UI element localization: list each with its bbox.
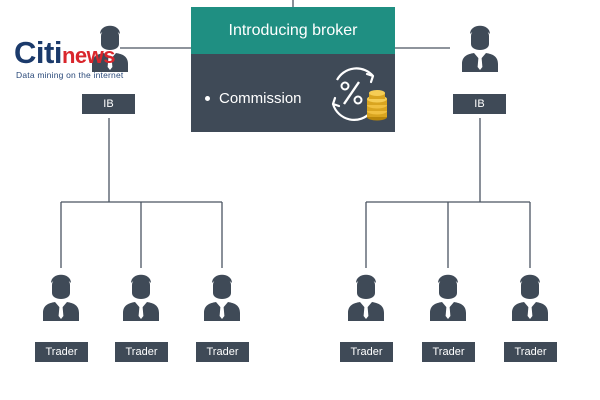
ib-right-person-icon: [462, 25, 498, 72]
trader-right-2-label: Trader: [432, 346, 465, 358]
trader-right-3-box: Trader: [504, 342, 557, 362]
trader-right-2-person-icon: [430, 274, 466, 321]
watermark-brand-part1: Citi: [14, 35, 62, 70]
commission-label: Commission: [219, 90, 302, 107]
watermark-brand: Citinews: [14, 37, 115, 72]
bullet-icon: [205, 96, 210, 101]
trader-right-1-box: Trader: [340, 342, 393, 362]
introducing-broker-box: Introducing broker Commission: [191, 7, 395, 132]
watermark-tagline: Data mining on the internet: [16, 70, 124, 80]
trader-left-3-person-icon: [204, 274, 240, 321]
trader-left-2-box: Trader: [115, 342, 168, 362]
ib-left-label-box: IB: [82, 94, 135, 114]
trader-left-1-label: Trader: [45, 346, 78, 358]
introducing-broker-body: Commission: [191, 54, 395, 132]
introducing-broker-title: Introducing broker: [191, 7, 395, 54]
trader-right-1-person-icon: [348, 274, 384, 321]
ib-right-label: IB: [474, 98, 485, 110]
trader-left-3-label: Trader: [206, 346, 239, 358]
commission-item: Commission: [205, 90, 302, 107]
percent-commission-icon: [331, 67, 387, 121]
trader-right-3-person-icon: [512, 274, 548, 321]
ib-right-label-box: IB: [453, 94, 506, 114]
trader-right-1-label: Trader: [350, 346, 383, 358]
trader-left-3-box: Trader: [196, 342, 249, 362]
trader-left-2-person-icon: [123, 274, 159, 321]
citinews-watermark: Citinews Data mining on the internet: [14, 37, 164, 85]
watermark-brand-part2: news: [61, 43, 116, 68]
trader-left-2-label: Trader: [125, 346, 158, 358]
trader-right-2-box: Trader: [422, 342, 475, 362]
trader-right-3-label: Trader: [514, 346, 547, 358]
trader-left-1-person-icon: [43, 274, 79, 321]
ib-left-label: IB: [103, 98, 114, 110]
trader-left-1-box: Trader: [35, 342, 88, 362]
